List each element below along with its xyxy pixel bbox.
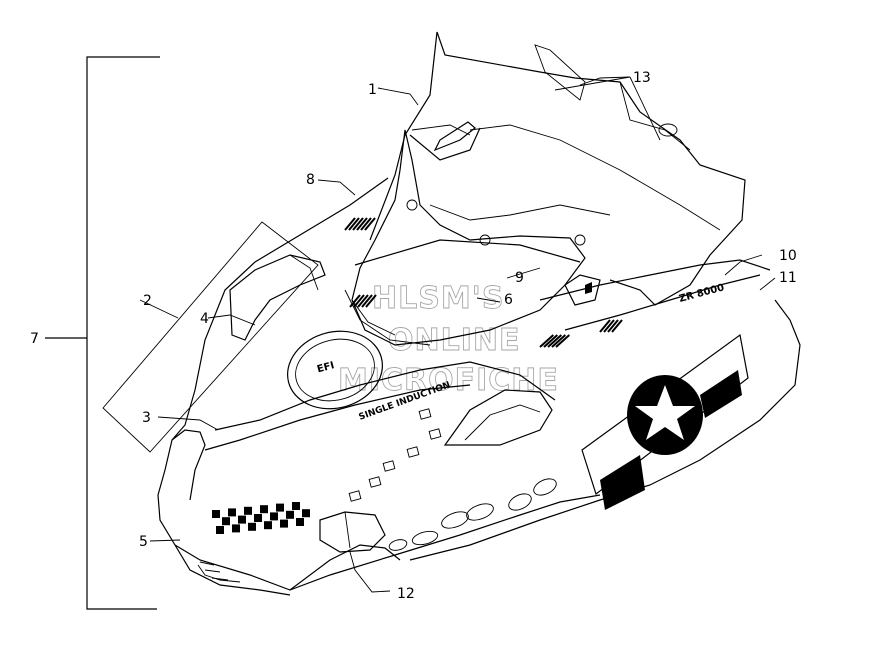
hatch-line bbox=[344, 217, 356, 231]
callout-11: 11 bbox=[779, 270, 797, 286]
hatch-patches bbox=[344, 217, 623, 348]
checker-square bbox=[228, 508, 236, 517]
callout-12: 12 bbox=[397, 586, 415, 602]
checkered-stripe bbox=[212, 502, 310, 534]
hatch-line bbox=[353, 294, 365, 308]
efi-logo-decal bbox=[564, 274, 601, 306]
checker-square bbox=[238, 515, 246, 524]
checker-square bbox=[270, 512, 278, 521]
callout-2: 2 bbox=[143, 293, 152, 309]
decal-panel-outline bbox=[102, 221, 319, 453]
hatch-line bbox=[349, 294, 361, 308]
hatch-line bbox=[348, 217, 360, 231]
hatch-line bbox=[555, 334, 571, 348]
checker-square bbox=[276, 503, 284, 512]
windshield bbox=[369, 31, 746, 306]
callout-4: 4 bbox=[200, 311, 209, 327]
hatch-line bbox=[603, 319, 615, 333]
checker-square bbox=[232, 524, 240, 533]
checker-square bbox=[216, 526, 224, 534]
hatch-line bbox=[547, 334, 563, 348]
callout-6: 6 bbox=[504, 292, 513, 308]
star-insignia-panel bbox=[581, 333, 749, 510]
callout-9: 9 bbox=[515, 270, 524, 286]
hatch-line bbox=[539, 334, 555, 348]
checker-square bbox=[296, 518, 304, 526]
checker-square bbox=[254, 514, 262, 522]
checker-square bbox=[248, 522, 256, 531]
callout-labels: 1 2 3 4 5 6 7 8 9 10 11 12 13 bbox=[30, 70, 797, 602]
callout-3: 3 bbox=[142, 410, 151, 426]
hatch-line bbox=[364, 217, 376, 231]
checker-square bbox=[286, 510, 294, 519]
checker-square bbox=[280, 519, 288, 528]
checker-square bbox=[264, 521, 272, 530]
hood-badge-text: EFI bbox=[316, 360, 336, 375]
hatch-line bbox=[607, 319, 619, 333]
checker-square bbox=[212, 510, 220, 518]
callout-1: 1 bbox=[368, 82, 377, 98]
checker-square bbox=[244, 506, 252, 515]
checker-square bbox=[260, 505, 268, 514]
checker-square bbox=[222, 517, 230, 526]
callout-8: 8 bbox=[306, 172, 315, 188]
hatch-line bbox=[360, 217, 372, 231]
hatch-line bbox=[356, 217, 368, 231]
hatch-line bbox=[357, 294, 369, 308]
watermark: HLSM'S ONLINE MICROFICHE bbox=[338, 281, 559, 399]
callout-10: 10 bbox=[779, 248, 797, 264]
side-label-text: ZR 8000 bbox=[678, 282, 726, 305]
hatch-line bbox=[611, 319, 623, 333]
hatch-line bbox=[543, 334, 559, 348]
hood-badge: EFI bbox=[287, 330, 383, 410]
checker-square bbox=[302, 509, 310, 518]
hatch-line bbox=[599, 319, 611, 333]
group-bracket-7 bbox=[45, 56, 160, 610]
leader-lines bbox=[139, 76, 776, 593]
checker-square bbox=[292, 502, 300, 510]
watermark-line-1: HLSM'S bbox=[372, 281, 504, 316]
callout-13: 13 bbox=[633, 70, 651, 86]
callout-5: 5 bbox=[139, 534, 148, 550]
hatch-line bbox=[365, 294, 377, 308]
callout-7: 7 bbox=[30, 331, 39, 347]
watermark-line-2: ONLINE bbox=[388, 323, 521, 358]
hatch-line bbox=[361, 294, 373, 308]
hatch-line bbox=[352, 217, 364, 231]
watermark-line-3: MICROFICHE bbox=[338, 363, 559, 398]
hatch-line bbox=[551, 334, 567, 348]
